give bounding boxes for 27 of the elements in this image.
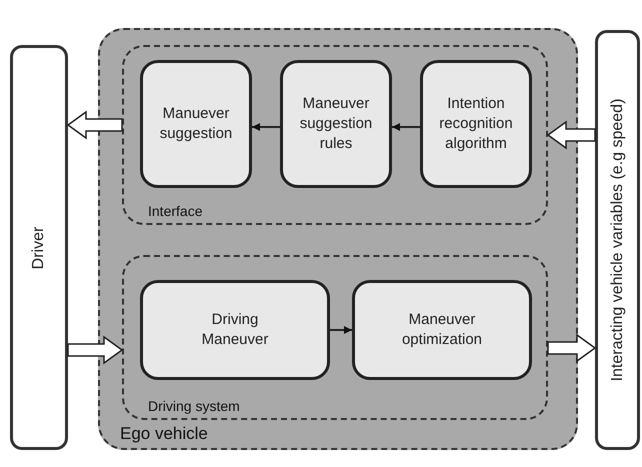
- vehicle-region: [98, 28, 578, 450]
- process-box: [280, 60, 392, 188]
- dashed-group: [122, 255, 548, 420]
- region-label: Ego vehicle: [120, 422, 208, 444]
- process-box: [352, 280, 532, 380]
- panel-label: Driver: [29, 226, 48, 269]
- side-panel: [595, 30, 640, 450]
- process-box: [420, 60, 532, 188]
- arrow: [252, 123, 280, 131]
- process-box: [140, 280, 330, 380]
- block-arrow: [66, 110, 123, 140]
- block-arrow: [546, 120, 596, 150]
- box-label: Manuever suggestion: [158, 104, 234, 144]
- panel-label: Interacting vehicle variables (e.g speed): [608, 98, 626, 382]
- box-label: Maneuver optimization: [400, 310, 484, 350]
- box-label: Intention recognition algorithm: [438, 94, 514, 154]
- block-arrow: [547, 334, 596, 362]
- side-panel: [10, 45, 68, 450]
- block-arrow: [67, 336, 124, 364]
- group-label: Driving system: [148, 397, 240, 416]
- arrow: [392, 123, 420, 131]
- box-label: Maneuver suggestion rules: [298, 94, 374, 154]
- arrow: [330, 326, 352, 334]
- box-label: Driving Maneuver: [200, 310, 270, 350]
- group-label: Interface: [148, 202, 202, 221]
- process-box: [140, 60, 252, 188]
- dashed-group: [122, 45, 548, 225]
